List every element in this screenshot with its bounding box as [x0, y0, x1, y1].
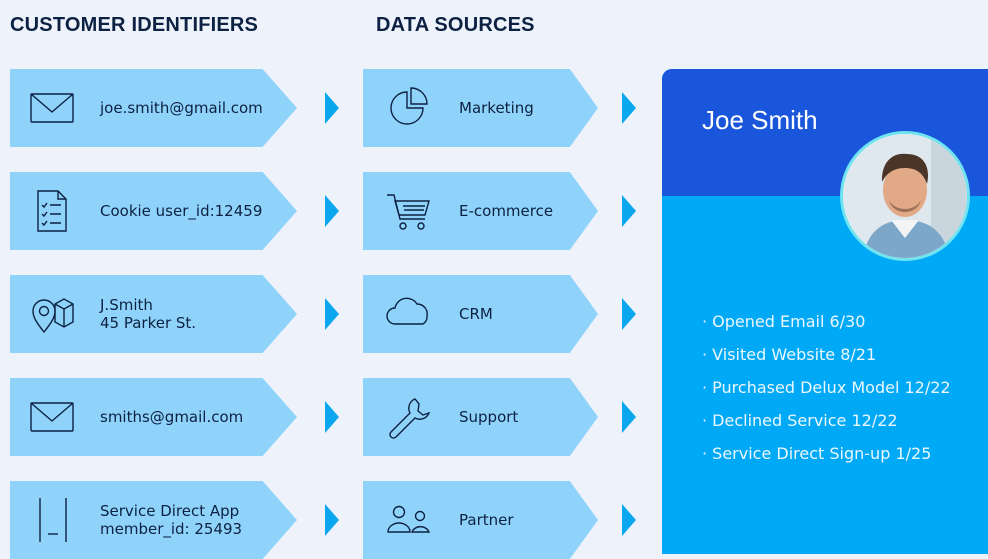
identifier-email-alt: smiths@gmail.com: [10, 378, 297, 456]
source-label: Partner: [459, 511, 514, 529]
flow-arrow: [325, 92, 339, 124]
source-label: E-commerce: [459, 202, 554, 220]
flow-arrow: [622, 92, 636, 124]
cloud-icon: [385, 292, 433, 336]
customer-identifiers-heading: CUSTOMER IDENTIFIERS: [10, 14, 259, 36]
source-label: Marketing: [459, 99, 534, 117]
identifier-text: Cookie user_id:12459: [100, 202, 263, 220]
source-crm: CRM: [363, 275, 598, 353]
identifier-text: 45 Parker St.: [100, 314, 197, 332]
flow-arrow: [325, 298, 339, 330]
avatar: [840, 131, 970, 261]
source-marketing: Marketing: [363, 69, 598, 147]
identifier-text: smiths@gmail.com: [100, 408, 244, 426]
activity-item: · Visited Website 8/21: [702, 345, 877, 364]
checklist-document-icon: [28, 189, 76, 233]
flow-arrow: [622, 298, 636, 330]
flow-arrow: [325, 401, 339, 433]
identifier-text: joe.smith@gmail.com: [100, 99, 263, 117]
source-label: CRM: [459, 305, 493, 323]
customer-profile-card: Joe Smith · Opened Email 6/30 · Visited …: [662, 69, 988, 554]
flow-arrow: [622, 195, 636, 227]
flow-arrow: [622, 504, 636, 536]
envelope-icon: [28, 395, 76, 439]
people-icon: [385, 498, 433, 542]
source-label: Support: [459, 408, 519, 426]
flow-arrow: [325, 195, 339, 227]
identifier-address: J.Smith 45 Parker St.: [10, 275, 297, 353]
identifier-text: member_id: 25493: [100, 520, 243, 538]
identifier-email: joe.smith@gmail.com: [10, 69, 297, 147]
map-location-icon: [28, 292, 76, 336]
source-partner: Partner: [363, 481, 598, 559]
profile-name: Joe Smith: [702, 105, 818, 135]
activity-list: · Opened Email 6/30 · Visited Website 8/…: [702, 305, 951, 470]
data-sources-heading: DATA SOURCES: [376, 14, 535, 36]
flow-arrow: [325, 504, 339, 536]
identifier-text: Service Direct App: [100, 502, 240, 520]
flow-arrow: [622, 401, 636, 433]
source-ecommerce: E-commerce: [363, 172, 598, 250]
source-support: Support: [363, 378, 598, 456]
smartphone-icon: [28, 491, 76, 547]
activity-item: · Opened Email 6/30: [702, 312, 866, 331]
pie-chart-icon: [385, 86, 433, 130]
identifier-cookie: Cookie user_id:12459: [10, 172, 297, 250]
activity-item: · Declined Service 12/22: [702, 411, 898, 430]
wrench-icon: [385, 395, 433, 439]
shopping-cart-icon: [385, 189, 433, 233]
identifier-text: J.Smith: [100, 296, 153, 314]
identifier-app-member: Service Direct App member_id: 25493: [10, 481, 297, 559]
activity-item: · Purchased Delux Model 12/22: [702, 378, 951, 397]
envelope-icon: [28, 86, 76, 130]
activity-item: · Service Direct Sign-up 1/25: [702, 444, 932, 463]
